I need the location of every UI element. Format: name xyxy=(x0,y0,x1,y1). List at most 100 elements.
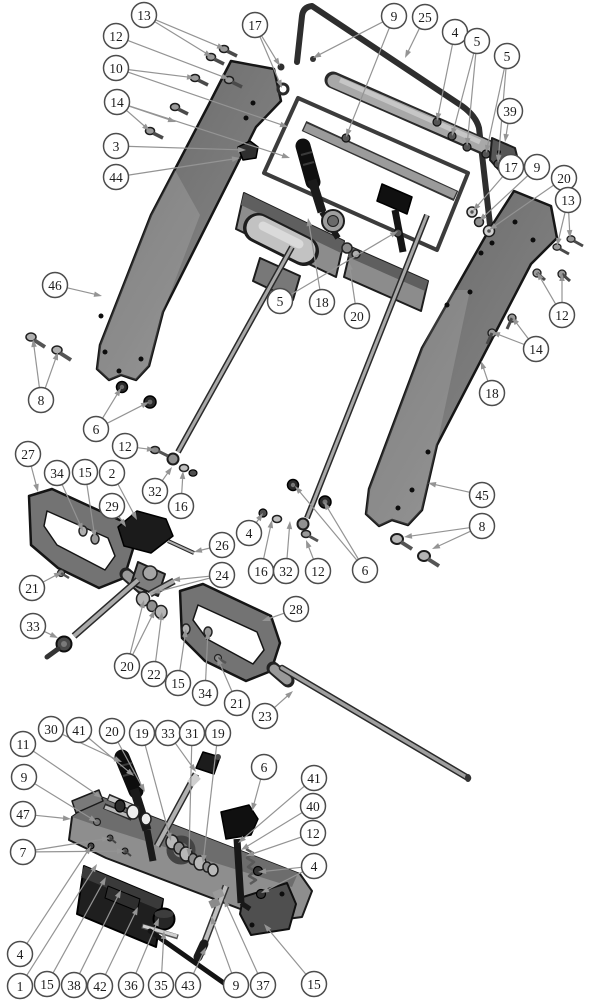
balloon-number: 18 xyxy=(485,386,499,401)
leader-line xyxy=(135,923,158,974)
callout-balloon-20: 20 xyxy=(98,717,126,745)
leader-line xyxy=(161,936,165,973)
balloon-circle xyxy=(251,702,279,730)
leader-line xyxy=(179,634,186,671)
balloon-number: 24 xyxy=(215,568,229,583)
leader-arrowhead xyxy=(251,802,257,811)
callout-balloon-45: 45 xyxy=(468,481,496,509)
balloon-number: 11 xyxy=(17,737,30,752)
leader-line xyxy=(482,175,529,218)
balloon-number: 31 xyxy=(185,726,199,741)
leader-arrowhead xyxy=(261,886,270,893)
balloon-number: 15 xyxy=(171,676,185,691)
leader-line xyxy=(188,745,193,852)
leader-line xyxy=(307,545,315,560)
balloon-number: 23 xyxy=(258,709,272,724)
callout-balloon-14: 14 xyxy=(522,335,550,363)
balloon-circle xyxy=(300,852,328,880)
leader-arrowhead xyxy=(211,916,217,925)
callout-balloon-15: 15 xyxy=(71,458,99,486)
balloon-number: 2 xyxy=(109,466,116,481)
balloon-number: 37 xyxy=(256,978,270,993)
callout-balloon-19: 19 xyxy=(204,719,232,747)
balloon-circle xyxy=(98,492,126,520)
leader-arrowhead xyxy=(114,890,121,899)
leader-arrowhead xyxy=(186,74,195,80)
leader-arrowhead xyxy=(182,629,188,638)
balloon-circle xyxy=(27,386,55,414)
balloon-circle xyxy=(113,652,141,680)
balloon-circle xyxy=(111,432,139,460)
balloon-number: 38 xyxy=(67,978,81,993)
balloon-number: 32 xyxy=(148,484,162,499)
callout-balloon-39: 39 xyxy=(496,97,524,125)
callout-balloon-20: 20 xyxy=(343,302,371,330)
balloon-circle xyxy=(282,595,310,623)
callout-balloon-23: 23 xyxy=(251,702,279,730)
balloon-circle xyxy=(463,27,491,55)
callout-balloon-31: 31 xyxy=(178,719,206,747)
leader-line xyxy=(33,344,40,388)
leader-arrowhead xyxy=(153,918,159,927)
callout-balloon-47: 47 xyxy=(9,800,37,828)
callout-balloon-18: 18 xyxy=(308,288,336,316)
leader-line xyxy=(437,44,454,116)
balloon-number: 44 xyxy=(109,170,123,185)
leader-arrowhead xyxy=(49,632,58,638)
balloon-circle xyxy=(343,302,371,330)
callout-balloon-13: 13 xyxy=(554,186,582,214)
leader-line xyxy=(409,527,470,537)
leader-arrowhead xyxy=(93,791,102,798)
balloon-circle xyxy=(130,1,158,29)
leader-arrowhead xyxy=(101,836,110,842)
balloon-number: 34 xyxy=(198,686,212,701)
leader-line xyxy=(34,783,93,820)
balloon-circle xyxy=(33,970,61,998)
leader-arrowhead xyxy=(140,402,149,409)
leader-arrowhead xyxy=(172,576,181,582)
callout-balloon-3: 3 xyxy=(102,132,130,160)
balloon-number: 39 xyxy=(503,104,517,119)
balloon-number: 5 xyxy=(277,294,284,309)
callout-balloon-42: 42 xyxy=(86,972,114,1000)
balloon-number: 14 xyxy=(110,95,124,110)
balloon-circle xyxy=(86,972,114,1000)
balloon-number: 42 xyxy=(93,979,107,994)
leader-line xyxy=(101,392,119,419)
balloon-circle xyxy=(9,800,37,828)
callout-balloon-8: 8 xyxy=(27,386,55,414)
leader-line xyxy=(129,605,144,655)
callout-balloon-25: 25 xyxy=(411,3,439,31)
leader-line xyxy=(203,745,218,858)
fasteners-frame xyxy=(310,56,503,238)
balloon-circle xyxy=(191,679,219,707)
leader-arrowhead xyxy=(231,156,240,162)
callout-balloon-12: 12 xyxy=(111,432,139,460)
leader-arrowhead xyxy=(404,533,413,539)
callout-balloon-6: 6 xyxy=(82,415,110,443)
leader-line xyxy=(174,742,193,768)
callout-balloon-12: 12 xyxy=(304,557,332,585)
leader-arrowhead xyxy=(435,112,442,121)
balloon-circle xyxy=(304,557,332,585)
balloon-circle xyxy=(18,574,46,602)
leader-arrowhead xyxy=(130,511,137,520)
leader-arrowhead xyxy=(256,513,263,522)
pedal-lever xyxy=(376,183,413,253)
balloon-circle xyxy=(6,972,34,1000)
callout-balloon-15: 15 xyxy=(300,970,328,998)
callout-balloon-35: 35 xyxy=(147,971,175,999)
leader-line xyxy=(476,176,504,207)
balloon-number: 40 xyxy=(306,799,320,814)
balloon-number: 18 xyxy=(315,295,329,310)
leader-arrowhead xyxy=(148,610,155,619)
leader-line xyxy=(44,357,57,389)
balloon-circle xyxy=(380,2,408,30)
leader-arrowhead xyxy=(99,877,106,886)
leader-line xyxy=(35,850,120,853)
leader-arrowhead xyxy=(237,147,246,153)
leader-line xyxy=(67,287,97,296)
balloon-circle xyxy=(411,3,439,31)
